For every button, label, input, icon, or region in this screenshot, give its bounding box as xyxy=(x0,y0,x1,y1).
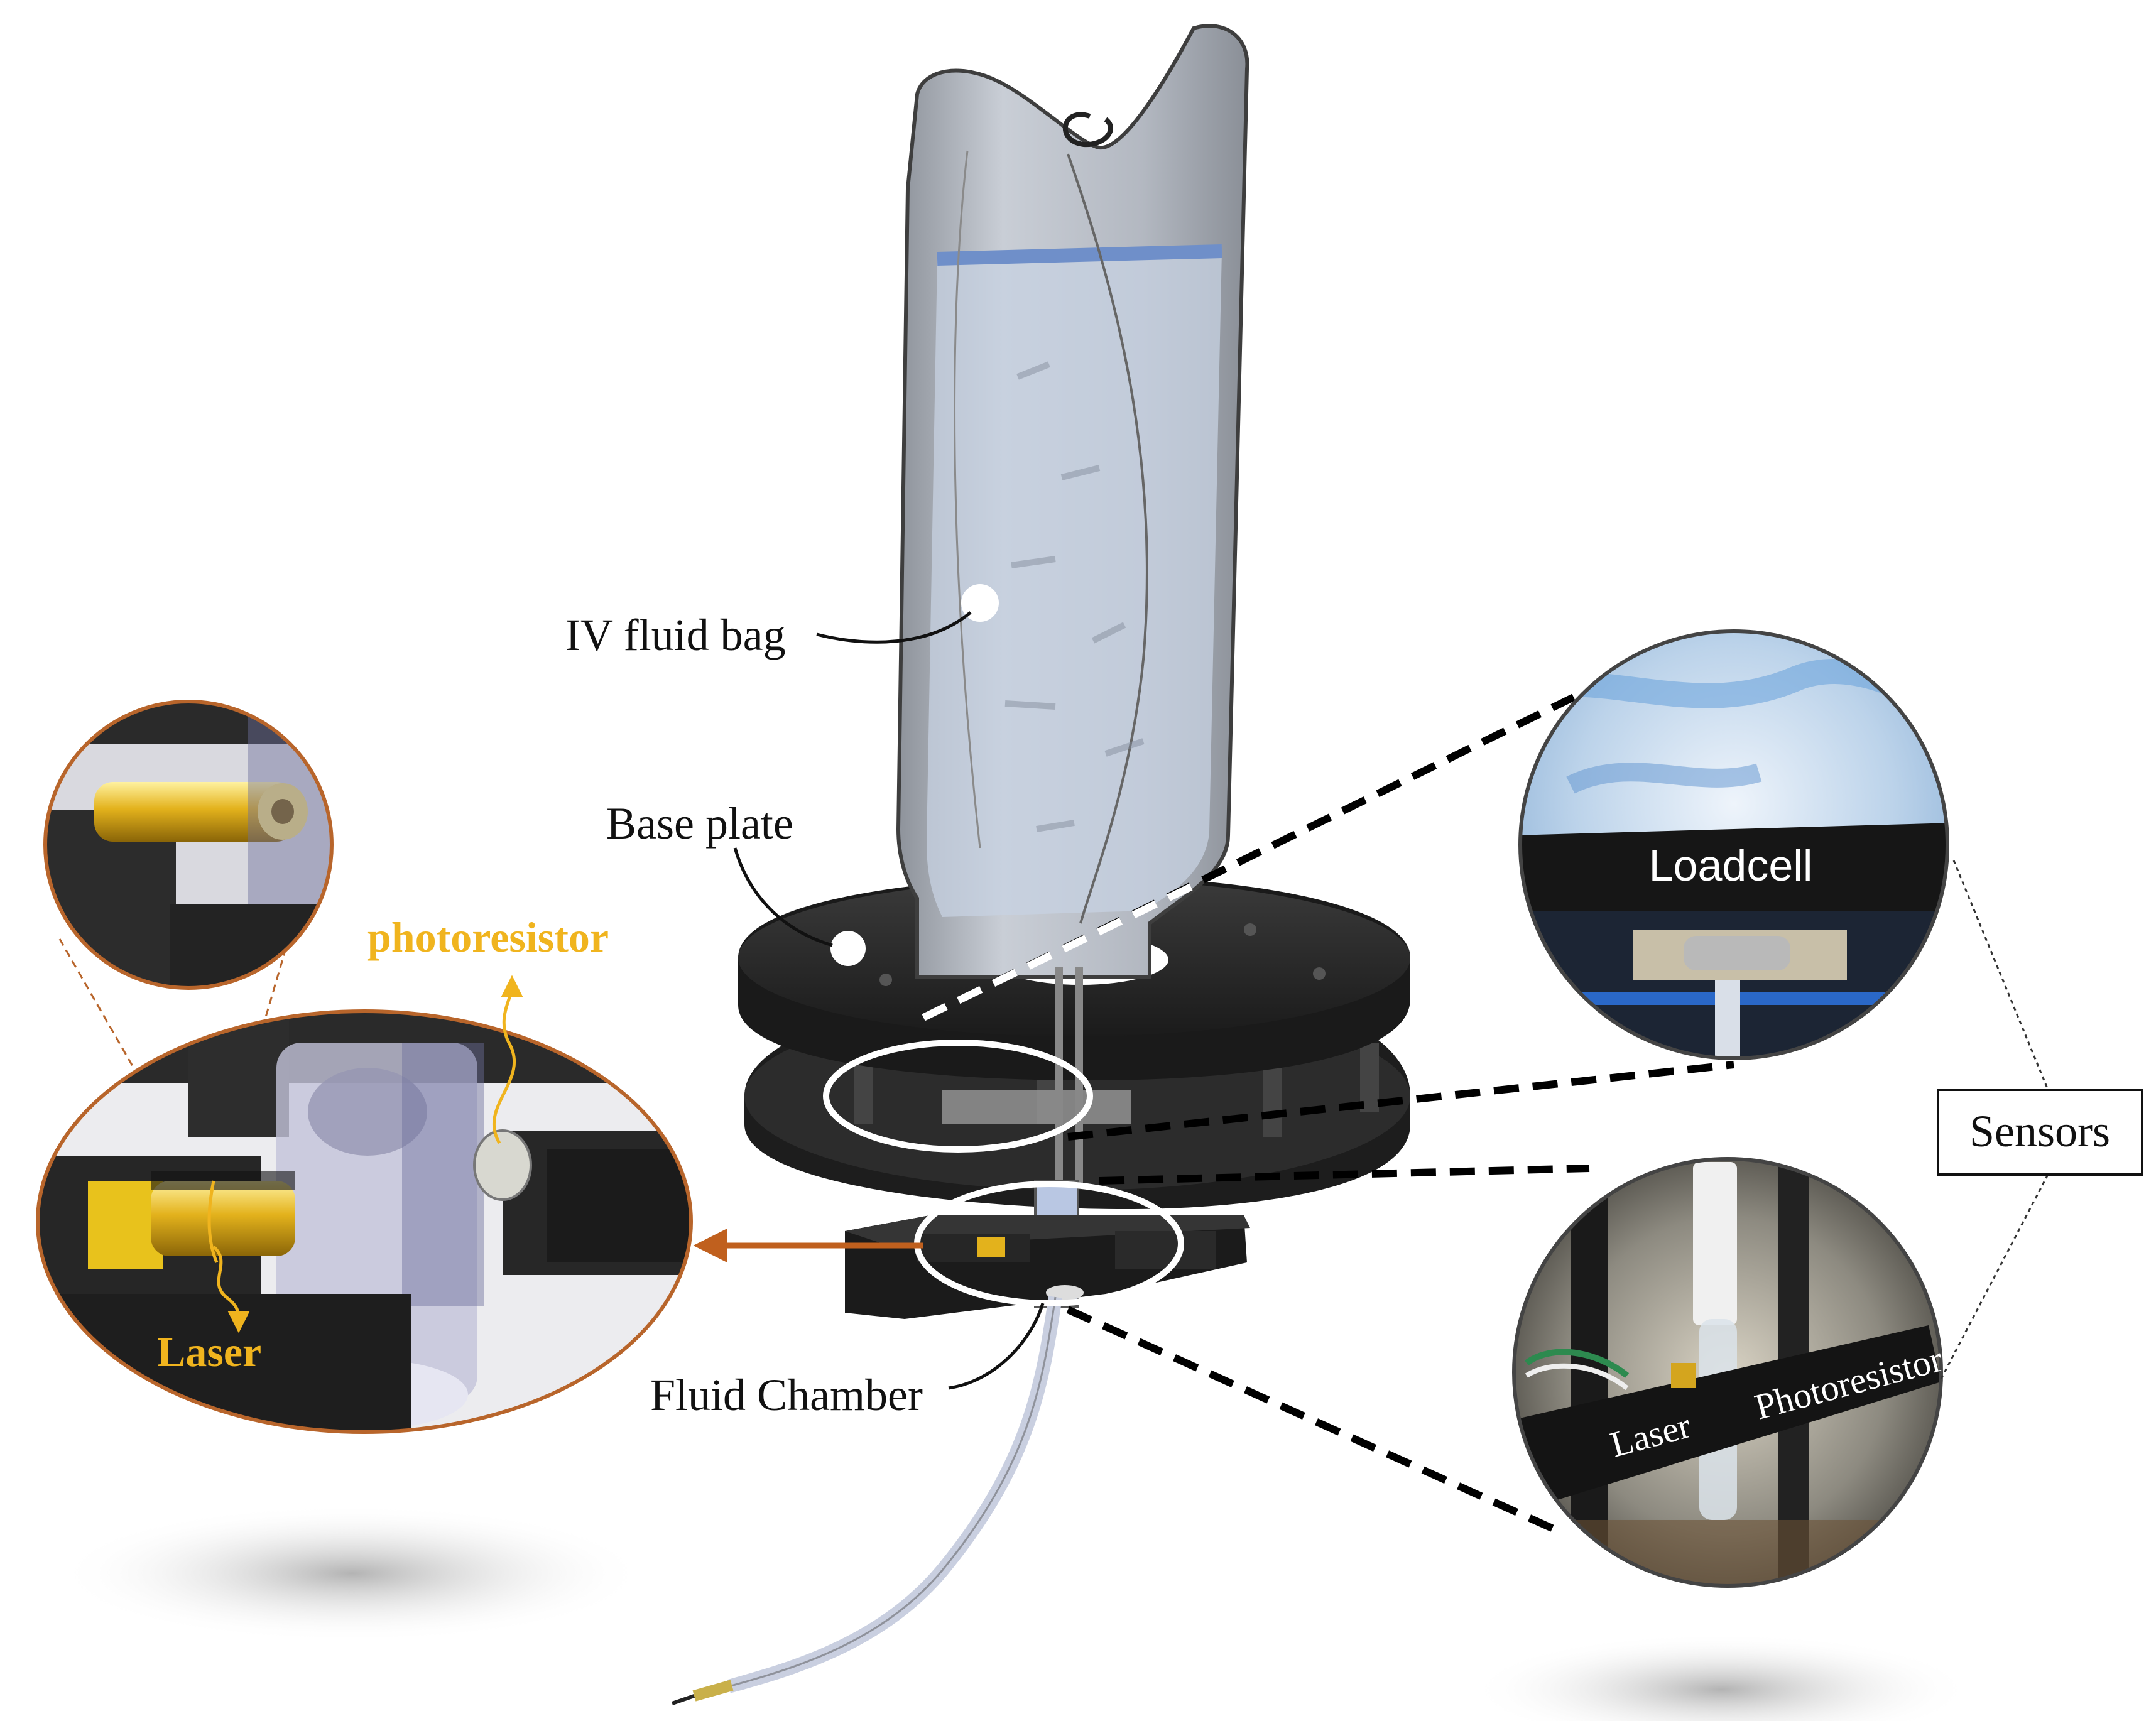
needle xyxy=(692,1680,734,1702)
iv-bag-leader xyxy=(816,611,972,644)
zoom-lines xyxy=(922,693,1734,1533)
iv-tubing xyxy=(727,1296,1062,1693)
laser-label: Laser xyxy=(157,1328,261,1376)
sensors-label: Sensors xyxy=(1969,1106,2110,1156)
base-plate-label: Base plate xyxy=(606,798,793,849)
floor-shadow-left xyxy=(57,1504,647,1642)
loadcell-highlight xyxy=(823,1040,1093,1153)
base-plate-leader xyxy=(733,847,833,947)
iv-bag-liquid xyxy=(927,251,1222,917)
iv-device xyxy=(672,24,1410,1705)
loadcell-photo-label: Loadcell xyxy=(1649,841,1813,890)
sensors-box xyxy=(1937,1089,2143,1176)
floor-shadow-right xyxy=(1470,1633,1973,1721)
marker-dot xyxy=(830,931,866,966)
drip-chamber-closeup-inset xyxy=(38,1011,691,1432)
laser-indicator-arrow xyxy=(212,1246,250,1333)
iv-fluid-bag-label: IV fluid bag xyxy=(565,610,786,660)
fluid-chamber-leader xyxy=(948,1303,1045,1390)
photoresistor-indicator-arrow xyxy=(492,975,523,1144)
fluid-chamber-label: Fluid Chamber xyxy=(650,1370,923,1420)
photoresistor-label: photoresistor xyxy=(368,913,609,961)
